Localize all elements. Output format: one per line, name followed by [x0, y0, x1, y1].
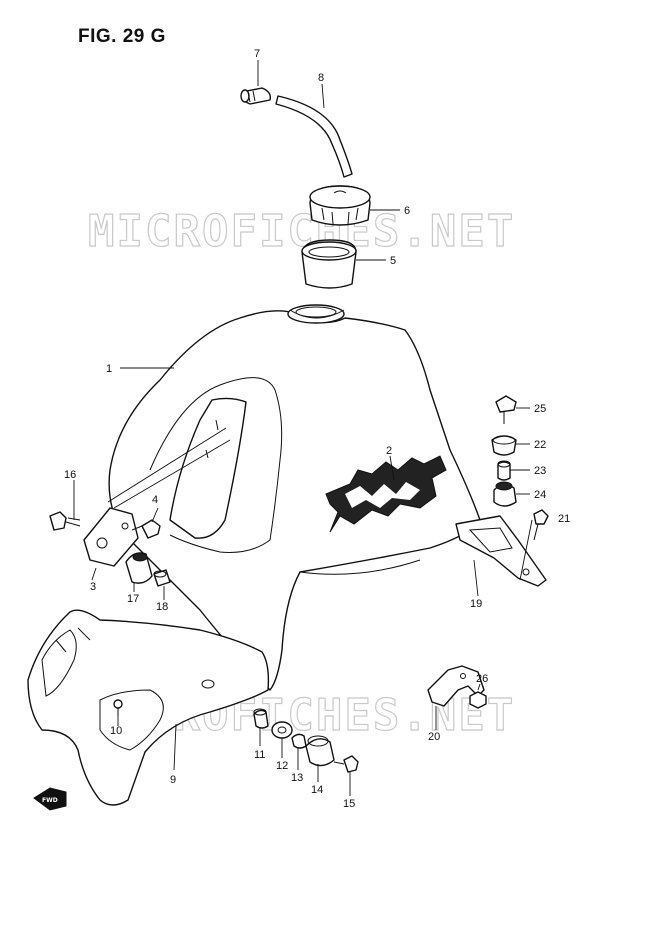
callout-9: 9 — [170, 774, 176, 786]
callout-22: 22 — [534, 439, 546, 451]
callout-21: 21 — [558, 513, 570, 525]
callout-2: 2 — [386, 445, 392, 457]
part-2-tank-decal[interactable] — [325, 455, 447, 533]
part-21-bolt[interactable] — [533, 509, 549, 541]
callout-5: 5 — [390, 255, 396, 267]
part-15-bolt[interactable] — [333, 755, 359, 773]
callout-26: 26 — [476, 673, 488, 685]
part-7-clip[interactable] — [240, 87, 272, 105]
part-23-collar[interactable] — [497, 460, 511, 481]
callout-20: 20 — [428, 731, 440, 743]
part-3-bracket[interactable] — [83, 507, 139, 567]
part-12-washer[interactable] — [271, 721, 293, 739]
part-22-collar[interactable] — [491, 435, 517, 456]
callout-25: 25 — [534, 403, 546, 415]
fwd-arrow-badge: FWD — [33, 787, 67, 811]
part-6-fuel-cap[interactable] — [309, 185, 371, 226]
watermark-top: MICROFICHES.NET — [88, 206, 515, 257]
callout-15: 15 — [343, 798, 355, 810]
part-17-rubber-mount[interactable] — [125, 552, 153, 584]
part-4-bolt[interactable] — [131, 519, 161, 539]
callout-18: 18 — [156, 601, 168, 613]
callout-3: 3 — [90, 581, 96, 593]
callout-8: 8 — [318, 72, 324, 84]
callout-7: 7 — [254, 48, 260, 60]
part-10-screw[interactable] — [113, 699, 123, 716]
part-24-rubber-mount[interactable] — [493, 481, 517, 507]
part-25-bolt[interactable] — [495, 395, 517, 424]
part-13-grommet[interactable] — [291, 733, 307, 749]
callout-17: 17 — [127, 593, 139, 605]
part-9-side-cover[interactable] — [27, 609, 270, 806]
part-26-nut[interactable] — [469, 691, 487, 709]
part-11-collar[interactable] — [253, 708, 269, 729]
part-18-collar[interactable] — [153, 569, 171, 587]
leader-lines — [73, 60, 533, 796]
callout-10: 10 — [110, 725, 122, 737]
part-19-tank-bracket[interactable] — [455, 515, 547, 587]
callout-24: 24 — [534, 489, 546, 501]
part-8-breather-hose[interactable] — [275, 95, 353, 178]
callout-labels: 7 8 6 5 1 2 16 4 3 17 18 19 21 25 22 23 … — [64, 48, 570, 810]
part-5-filler-neck[interactable] — [301, 239, 357, 289]
callout-13: 13 — [291, 772, 303, 784]
callout-1: 1 — [106, 363, 112, 375]
callout-16: 16 — [64, 469, 76, 481]
part-16-bolt[interactable] — [49, 511, 81, 531]
fwd-label: FWD — [42, 797, 58, 804]
part-14-rubber-mount[interactable] — [305, 735, 335, 767]
callout-23: 23 — [534, 465, 546, 477]
callout-4: 4 — [152, 494, 158, 506]
callout-19: 19 — [470, 598, 482, 610]
part-1-fuel-tank[interactable] — [108, 304, 481, 691]
figure-title: FIG. 29 G — [78, 26, 166, 47]
callout-12: 12 — [276, 760, 288, 772]
callout-14: 14 — [311, 784, 323, 796]
callout-6: 6 — [404, 205, 410, 217]
callout-11: 11 — [254, 749, 265, 761]
